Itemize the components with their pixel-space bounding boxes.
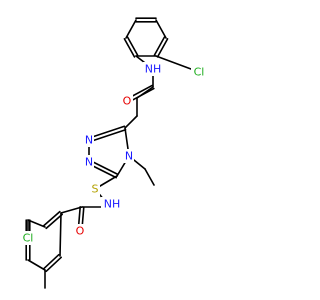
- bond-31: [59, 212, 62, 257]
- bond-19: [144, 168, 155, 186]
- o-bottom-label: O: [76, 225, 85, 238]
- cl-top-label: Cl: [194, 66, 205, 79]
- sulfur-label: S: [92, 183, 99, 196]
- bond-26: [27, 219, 46, 228]
- triazole-n1-label: N: [85, 134, 93, 147]
- bond-4b: [126, 36, 139, 56]
- cl-bottom-label: Cl: [23, 232, 34, 245]
- triazole-n2-label: N: [85, 156, 93, 169]
- bond-1: [155, 19, 167, 39]
- bond-29: [27, 259, 46, 271]
- nh-bottom-label: NH: [104, 198, 121, 211]
- bond-25a: [45, 213, 63, 230]
- molecule-structure: NH Cl O N N N S O NH Cl: [20, 17, 207, 289]
- bond-13a: [88, 128, 127, 143]
- triazole-n4-label: N: [125, 150, 133, 163]
- bond-25b: [43, 210, 61, 227]
- bond-2a: [156, 38, 169, 58]
- bond-24: [60, 206, 83, 214]
- bond-10: [136, 86, 154, 99]
- o-top-label: O: [123, 95, 132, 108]
- bond-30b: [45, 256, 63, 273]
- bond-15a: [89, 159, 119, 176]
- bond-30a: [42, 253, 60, 270]
- atom-label-layer: NH Cl O N N N S O NH Cl: [20, 62, 207, 245]
- nh-top-label: NH: [145, 63, 162, 76]
- bond-5: [125, 19, 137, 39]
- bond-13b: [87, 125, 126, 140]
- bond-12: [124, 115, 138, 129]
- bond-2b: [153, 36, 166, 56]
- bond-layer: [25, 17, 200, 289]
- bond-4a: [123, 38, 136, 58]
